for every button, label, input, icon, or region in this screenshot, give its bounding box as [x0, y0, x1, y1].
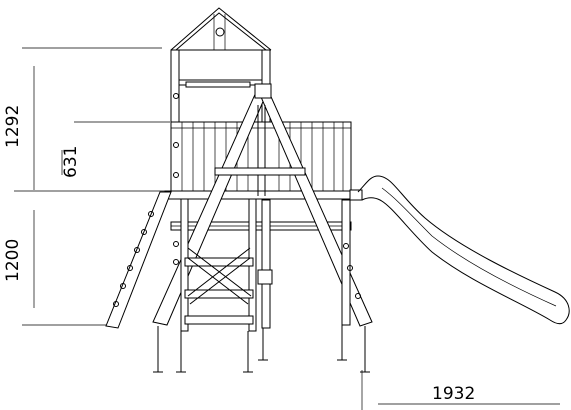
upper-railing: [170, 121, 352, 193]
lower-frame: [180, 198, 351, 332]
dimension-1292-label: 1292: [3, 105, 23, 148]
dimension-1200-label: 1200: [3, 239, 23, 282]
roof: [170, 7, 272, 51]
slide: [357, 175, 570, 325]
dimension-631-label: 631: [61, 146, 81, 178]
climbing-wall: [105, 93, 361, 329]
dimension-lines: [14, 47, 560, 410]
dimension-1932-label: 1932: [432, 384, 475, 404]
ground-anchors: [153, 325, 370, 373]
